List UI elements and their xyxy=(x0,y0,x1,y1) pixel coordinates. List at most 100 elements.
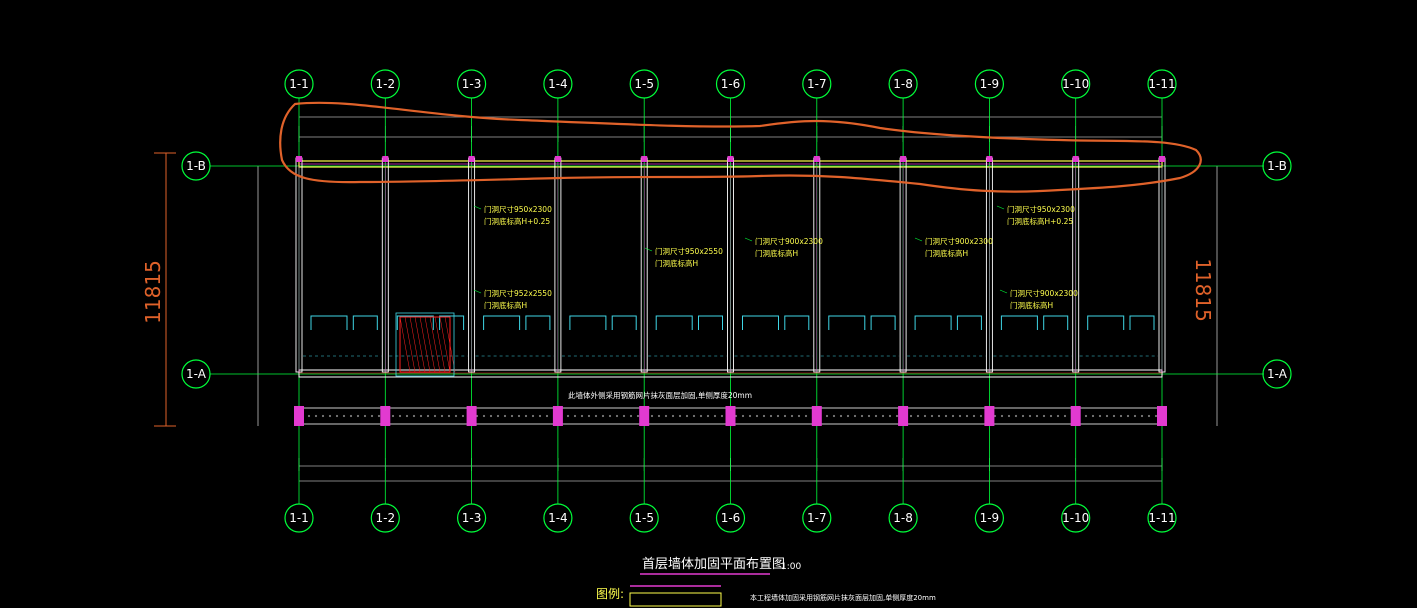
axis-bubble-bottom-1-11-label: 1-11 xyxy=(1148,511,1175,525)
pier-1-9 xyxy=(984,406,995,426)
foundation-dot xyxy=(587,414,591,418)
foundation-dot xyxy=(755,414,759,418)
foundation-dot xyxy=(1147,414,1151,418)
fixture-b-bay-4 xyxy=(611,315,637,330)
foundation-dot xyxy=(1154,414,1158,418)
fixture-a-bay-1 xyxy=(310,315,348,330)
fixture-b-bay-1 xyxy=(352,315,378,330)
axis-bubble-top-1-6-circle xyxy=(715,69,746,99)
opening-sill-3: 门洞底标高H xyxy=(484,300,527,310)
foundation-dot xyxy=(846,414,850,418)
foundation-dot xyxy=(972,414,976,418)
foundation-dot xyxy=(1091,414,1095,418)
foundation-dot xyxy=(307,414,311,418)
foundation-dot xyxy=(769,414,773,418)
column-cap-1-8 xyxy=(900,156,907,162)
opening-size-4: 门洞尺寸950x2550 xyxy=(655,246,723,256)
foundation-dot xyxy=(321,414,325,418)
foundation-dot xyxy=(447,414,451,418)
pier-1-11 xyxy=(1157,406,1167,426)
axis-bubble-bottom-1-6-label: 1-6 xyxy=(721,511,741,525)
foundation-dot xyxy=(937,414,941,418)
axis-bubble-bottom-1-9-circle xyxy=(974,503,1005,533)
foundation-dot xyxy=(524,414,528,418)
foundation-dot xyxy=(440,414,444,418)
shaft-hatch-6 xyxy=(429,316,441,373)
legend-label: 图例: xyxy=(596,587,624,601)
pier-1-6 xyxy=(725,406,736,426)
foundation-dot xyxy=(874,414,878,418)
axis-bubble-bottom-1-5-circle xyxy=(629,503,659,533)
foundation-dot xyxy=(1084,414,1088,418)
pier-1-5 xyxy=(639,406,650,426)
foundation-dot xyxy=(615,414,619,418)
axis-bubble-top-1-7-label: 1-7 xyxy=(807,77,827,91)
column-cap-1-2 xyxy=(382,156,389,162)
dimension-lines xyxy=(154,116,1218,482)
axis-bubble-top-1-5-circle xyxy=(629,69,659,99)
axis-bubble-top-1-4-circle xyxy=(543,69,573,99)
axis-bubble-left-1-A-label: 1-A xyxy=(186,367,207,381)
foundation-dot xyxy=(1000,414,1004,418)
axis-bubble-top-1-4-label: 1-4 xyxy=(548,77,568,91)
foundation-dot xyxy=(1049,414,1053,418)
axis-bubble-left-1-A-circle xyxy=(181,359,211,389)
foundation-dot xyxy=(1028,414,1032,418)
axis-bubble-bottom-1-11-circle xyxy=(1147,503,1177,533)
foundation-dot xyxy=(1119,414,1123,418)
axis-bubble-bottom-1-2-circle xyxy=(370,503,400,533)
foundation-dot xyxy=(741,414,745,418)
foundation-dot xyxy=(580,414,584,418)
foundation-dot xyxy=(363,414,367,418)
column-cap-1-5 xyxy=(641,156,648,162)
fixture-a-bay-5 xyxy=(655,315,693,330)
foundation-dot xyxy=(671,414,675,418)
foundation-dot xyxy=(1098,414,1102,418)
axis-bubble-top-1-1-label: 1-1 xyxy=(289,77,309,91)
foundation-dot xyxy=(454,414,458,418)
axis-bubble-bottom-1-2-label: 1-2 xyxy=(375,511,395,525)
fixture-a-bay-8 xyxy=(914,315,952,330)
foundation-dot xyxy=(566,414,570,418)
axis-bubble-top-1-8-label: 1-8 xyxy=(893,77,913,91)
column-cap-1-4 xyxy=(554,156,561,162)
opening-size-6: 门洞尺寸900x2300 xyxy=(925,236,993,246)
fixture-b-bay-5 xyxy=(698,315,723,330)
axis-bubble-left-1-B-label: 1-B xyxy=(186,159,206,173)
opening-leader-7 xyxy=(999,289,1008,294)
fixture-b-bay-2 xyxy=(439,315,465,330)
opening-size-5: 门洞尺寸900x2300 xyxy=(755,236,823,246)
footer-note: 本工程墙体加固采用钢筋网片抹灰面层加固,单侧厚度20mm xyxy=(750,593,936,602)
axis-bubble-right-1-B-label: 1-B xyxy=(1267,159,1287,173)
foundation-dot xyxy=(657,414,661,418)
foundation-dot xyxy=(503,414,507,418)
fixture-a-bay-4 xyxy=(569,315,607,330)
opening-sill-4: 门洞底标高H xyxy=(655,258,698,268)
foundation-strip xyxy=(294,406,1167,426)
axis-bubble-top-1-8-circle xyxy=(888,69,918,99)
fixture-a-bay-9 xyxy=(1000,315,1038,330)
foundation-dot xyxy=(398,414,402,418)
opening-leader-6 xyxy=(914,237,923,242)
fixture-a-bay-10 xyxy=(1087,315,1125,330)
foundation-dot xyxy=(853,414,857,418)
foundation-dot xyxy=(349,414,353,418)
axis-bubble-top-1-2-label: 1-2 xyxy=(375,77,395,91)
foundation-dot xyxy=(636,414,640,418)
axis-bubble-top-1-7-circle xyxy=(802,69,832,99)
foundation-dot xyxy=(461,414,465,418)
axis-bubble-top-1-10-label: 1-10 xyxy=(1062,77,1089,91)
axis-bubble-bottom-1-4-circle xyxy=(543,503,573,533)
opening-sill-1: 门洞底标高H+0.25 xyxy=(484,216,550,226)
shaft-hatch-3 xyxy=(414,316,426,373)
overall-dimension-left: 11815 xyxy=(141,260,165,324)
foundation-dot xyxy=(832,414,836,418)
foundation-dot xyxy=(433,414,437,418)
foundation-dot xyxy=(895,414,899,418)
foundation-dot xyxy=(678,414,682,418)
opening-sill-7: 门洞底标高H xyxy=(1010,300,1053,310)
foundation-dot xyxy=(1140,414,1144,418)
foundation-dot xyxy=(510,414,514,418)
foundation-dot xyxy=(489,414,493,418)
